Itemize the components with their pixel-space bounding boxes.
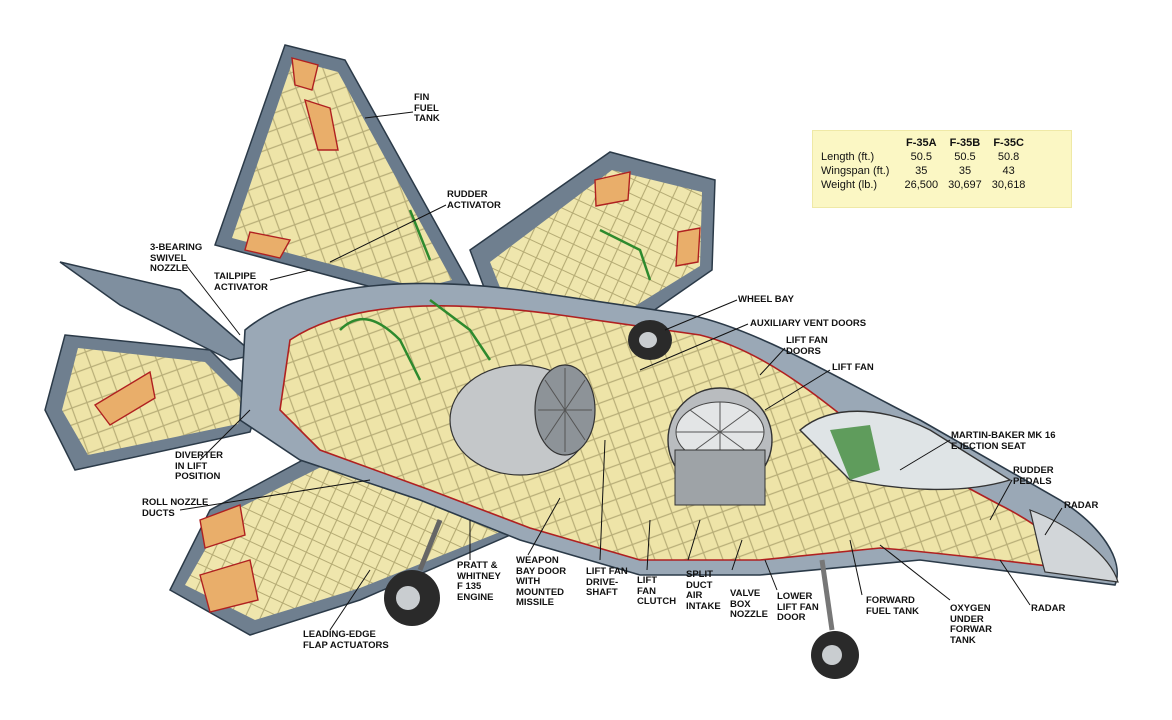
callout-lift-fan: LIFT FAN (832, 362, 874, 373)
spec-row-label: Weight (lb.) (821, 179, 878, 191)
spec-cell: 50.8 (997, 151, 1020, 163)
callout-radar-lower: RADAR (1031, 603, 1066, 614)
spec-cell: 35 (958, 165, 972, 177)
spec-row-label: Wingspan (ft.) (821, 165, 890, 177)
spec-cell: 30,618 (991, 179, 1026, 191)
spec-row-label: Length (ft.) (821, 151, 875, 163)
spec-header-f35c: F-35C (993, 137, 1024, 149)
nose-landing-gear (811, 559, 859, 679)
spec-cell: 50.5 (910, 151, 932, 163)
spec-cell: 35 (915, 165, 928, 177)
leader-lines (179, 111, 1063, 631)
callout-wheel-bay: WHEEL BAY (738, 294, 794, 305)
specifications-table: F-35A F-35B F-35C Length (ft.) 50.5 50.5… (812, 130, 1072, 208)
spec-row-wingspan: Wingspan (ft.) 35 35 43 (819, 164, 1030, 178)
spec-cell: 43 (1002, 165, 1015, 177)
callout-radar-upper: RADAR (1064, 500, 1099, 511)
spec-row-weight: Weight (lb.) 26,500 30,697 30,618 (819, 178, 1030, 192)
wheel-bay-wheel (628, 320, 672, 360)
spec-header-f35a: F-35A (906, 137, 937, 149)
spec-header-blank (819, 136, 899, 150)
spec-row-length: Length (ft.) 50.5 50.5 50.8 (819, 150, 1030, 164)
spec-cell: 30,697 (948, 179, 982, 191)
spec-header-f35b: F-35B (949, 137, 981, 149)
spec-cell: 50.5 (954, 151, 976, 163)
spec-cell: 26,500 (904, 179, 939, 191)
nose-radome (1029, 509, 1119, 583)
callout-auxiliary-vent-doors: AUXILIARY VENT DOORS (750, 318, 867, 329)
main-landing-gear (384, 519, 443, 626)
left-vertical-fin (59, 261, 257, 361)
